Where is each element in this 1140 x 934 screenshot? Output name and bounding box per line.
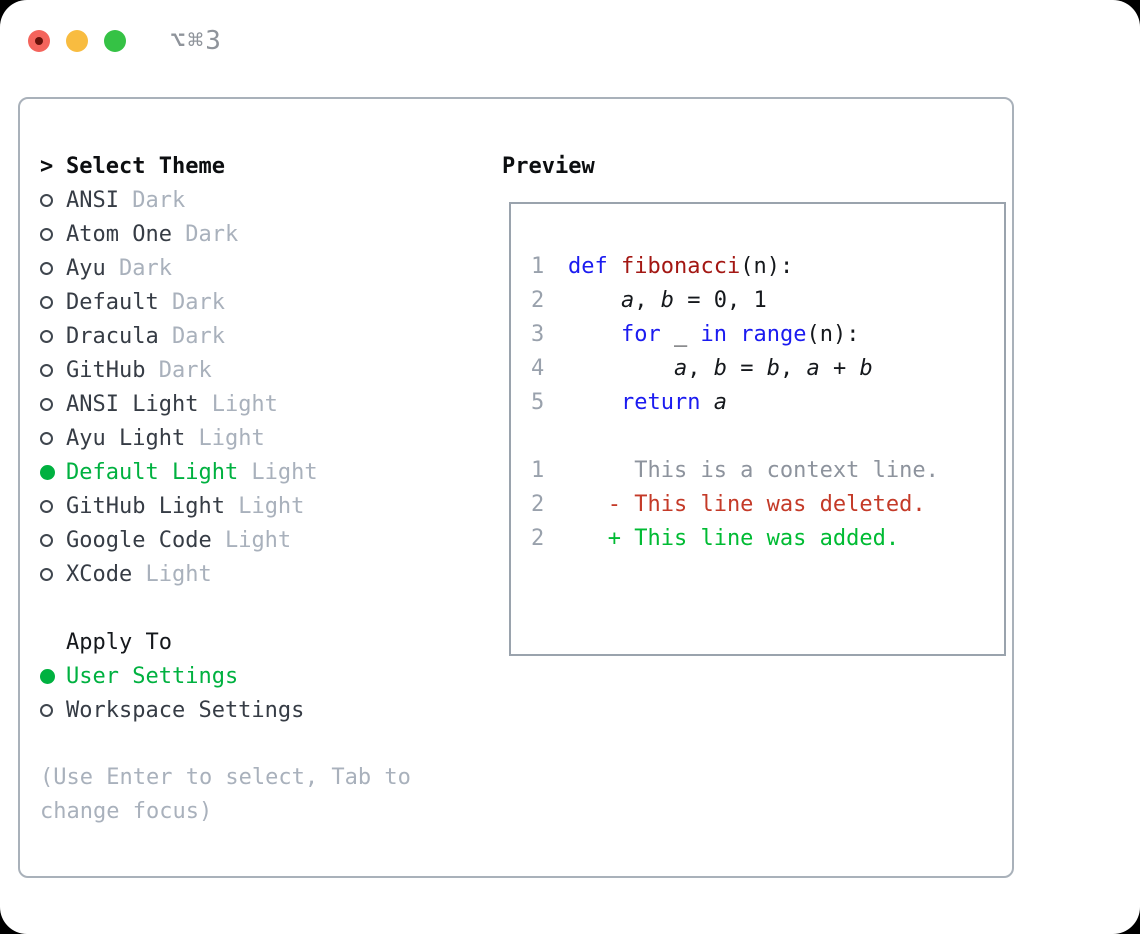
keyboard-hint: (Use Enter to select, Tab to change focu…: [40, 765, 411, 824]
line-number: 4: [531, 356, 545, 381]
titlebar: ⌥⌘3: [28, 26, 223, 56]
theme-option[interactable]: Atom One Dark: [40, 217, 480, 251]
theme-option[interactable]: Default Light Light: [40, 455, 480, 489]
radio-icon: [40, 499, 66, 513]
diff-line-context: 1 This is a context line.: [531, 454, 1004, 488]
theme-option[interactable]: ANSI Dark: [40, 183, 480, 217]
theme-name: Atom One: [66, 221, 172, 247]
apply-to-option-label: Workspace Settings: [66, 697, 305, 723]
apply-to-heading: Apply To: [40, 625, 480, 659]
theme-option[interactable]: Ayu Dark: [40, 251, 480, 285]
diff-sample: 1 This is a context line.2 - This line w…: [531, 454, 1004, 556]
radio-icon: [40, 261, 66, 275]
blank-line: [531, 420, 1004, 454]
theme-option[interactable]: XCode Light: [40, 557, 480, 591]
radio-selected-icon: [40, 464, 66, 480]
focus-cursor-icon: >: [40, 153, 54, 179]
radio-icon: [40, 533, 66, 547]
theme-variant: Dark: [171, 221, 239, 247]
zoom-button-icon[interactable]: [104, 30, 126, 52]
line-number: 1: [531, 254, 545, 279]
theme-name: Dracula: [66, 323, 159, 349]
theme-variant: Dark: [158, 323, 225, 349]
radio-icon: [40, 703, 66, 717]
select-theme-heading: > Select Theme: [40, 149, 480, 183]
theme-variant: Dark: [105, 255, 172, 281]
theme-option[interactable]: Dracula Dark: [40, 319, 480, 353]
radio-icon: [40, 295, 66, 309]
diff-line-deleted: 2 - This line was deleted.: [531, 488, 1004, 522]
code-line: 4 a, b = b, a + b: [531, 352, 1004, 386]
line-number: 2: [531, 526, 545, 551]
theme-option[interactable]: GitHub Dark: [40, 353, 480, 387]
line-number: 5: [531, 390, 545, 415]
radio-icon: [40, 329, 66, 343]
diff-line-added: 2 + This line was added.: [531, 522, 1004, 556]
minimize-button-icon[interactable]: [66, 30, 88, 52]
theme-variant: Dark: [158, 289, 225, 315]
theme-name: GitHub: [66, 357, 146, 383]
theme-variant: Dark: [118, 187, 186, 213]
line-number: 2: [531, 288, 545, 313]
theme-variant: Light: [224, 493, 305, 519]
theme-name: ANSI Light: [66, 391, 199, 417]
theme-variant: Light: [185, 425, 265, 451]
window-title: ⌥⌘3: [170, 26, 223, 56]
radio-icon: [40, 431, 66, 445]
theme-option[interactable]: ANSI Light Light: [40, 387, 480, 421]
code-line: 3 for _ in range(n):: [531, 318, 1004, 352]
line-number: 1: [531, 458, 545, 483]
theme-variant: Light: [132, 561, 212, 587]
theme-option[interactable]: Google Code Light: [40, 523, 480, 557]
theme-name: ANSI: [66, 187, 119, 213]
theme-name: Ayu: [66, 255, 106, 281]
theme-name: Default Light: [66, 459, 239, 485]
radio-icon: [40, 363, 66, 377]
apply-to-option[interactable]: Workspace Settings: [40, 693, 480, 727]
theme-name: XCode: [66, 561, 133, 587]
select-theme-label: Select Theme: [66, 153, 225, 179]
preview-heading: Preview: [502, 153, 595, 179]
radio-selected-icon: [40, 668, 66, 684]
close-button-icon[interactable]: [28, 30, 50, 52]
line-number: 3: [531, 322, 545, 347]
theme-name: Default: [66, 289, 159, 315]
radio-icon: [40, 193, 66, 207]
theme-variant: Light: [238, 459, 318, 485]
theme-name: Ayu Light: [66, 425, 186, 451]
apply-to-option-label: User Settings: [66, 663, 239, 689]
theme-name: Google Code: [66, 527, 212, 553]
spacer: [40, 727, 480, 761]
code-line: 2 a, b = 0, 1: [531, 284, 1004, 318]
theme-option[interactable]: Default Dark: [40, 285, 480, 319]
apply-to-label: Apply To: [66, 629, 172, 655]
radio-icon: [40, 567, 66, 581]
line-number: 2: [531, 492, 545, 517]
code-line: 5 return a: [531, 386, 1004, 420]
theme-option[interactable]: Ayu Light Light: [40, 421, 480, 455]
apply-to-option[interactable]: User Settings: [40, 659, 480, 693]
theme-variant: Light: [198, 391, 278, 417]
theme-name: GitHub Light: [66, 493, 225, 519]
theme-variant: Light: [211, 527, 292, 553]
radio-icon: [40, 227, 66, 241]
theme-option[interactable]: GitHub Light Light: [40, 489, 480, 523]
spacer: [40, 591, 480, 625]
theme-variant: Dark: [145, 357, 212, 383]
radio-icon: [40, 397, 66, 411]
